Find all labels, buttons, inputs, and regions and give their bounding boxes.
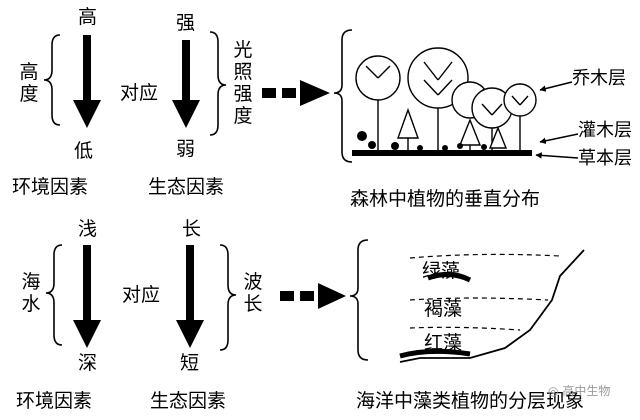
arrow-top-eco [172, 40, 200, 128]
bottom-eco-side-label: 波长 [243, 271, 263, 315]
bottom-env-high: 浅 [78, 218, 98, 240]
pointer-grass-layer [535, 152, 579, 159]
ocean-title: 海洋中藻类植物的分层现象 [356, 390, 585, 412]
dash-arrow-bottom [280, 283, 346, 309]
ocean-illustration [399, 249, 585, 363]
top-eco-low: 弱 [176, 138, 196, 160]
brace-bottom-eco [219, 244, 237, 351]
layer-grass: 草本层 [578, 148, 632, 169]
algae-green: 绿藻 [422, 260, 461, 282]
arrow-bottom-eco [176, 245, 204, 348]
top-eco-high: 强 [176, 12, 196, 34]
bottom-correspond: 对应 [122, 284, 161, 306]
layer-tree: 乔木层 [572, 68, 626, 89]
brace-bottom-env [45, 244, 63, 346]
brace-top-eco [209, 31, 227, 136]
watermark-icon: ◎ [548, 384, 559, 398]
top-env-high: 高 [78, 6, 98, 28]
bottom-eco-factor-label: 生态因素 [150, 390, 227, 412]
top-env-side-label: 高度 [19, 61, 39, 105]
watermark: ◎ 高中生物 [548, 382, 610, 399]
forest-title: 森林中植物的垂直分布 [350, 188, 541, 210]
top-env-factor-label: 环境因素 [12, 176, 89, 198]
bottom-env-factor-label: 环境因素 [16, 390, 93, 412]
brace-forest [333, 29, 353, 163]
top-env-low: 低 [74, 140, 94, 162]
pointer-shrub-layer [539, 133, 579, 144]
brace-ocean [349, 239, 369, 361]
pointer-tree-layer [539, 81, 573, 92]
top-eco-factor-label: 生态因素 [148, 176, 225, 198]
brace-top-env [43, 34, 61, 126]
dash-arrow-top [262, 80, 330, 106]
top-correspond: 对应 [120, 82, 159, 104]
watermark-text: 高中生物 [562, 384, 611, 398]
bottom-env-side-label: 海水 [21, 271, 41, 315]
bottom-env-low: 深 [78, 352, 98, 374]
forest-illustration [352, 47, 537, 156]
algae-red: 红藻 [424, 332, 463, 354]
arrow-top-env [73, 35, 101, 128]
arrow-bottom-env [73, 245, 101, 348]
top-eco-side-label: 光照强度 [233, 39, 253, 127]
layer-shrub: 灌木层 [578, 120, 632, 141]
algae-brown: 褐藻 [424, 298, 463, 320]
bottom-eco-low: 短 [180, 352, 200, 374]
bottom-eco-high: 长 [182, 218, 202, 240]
